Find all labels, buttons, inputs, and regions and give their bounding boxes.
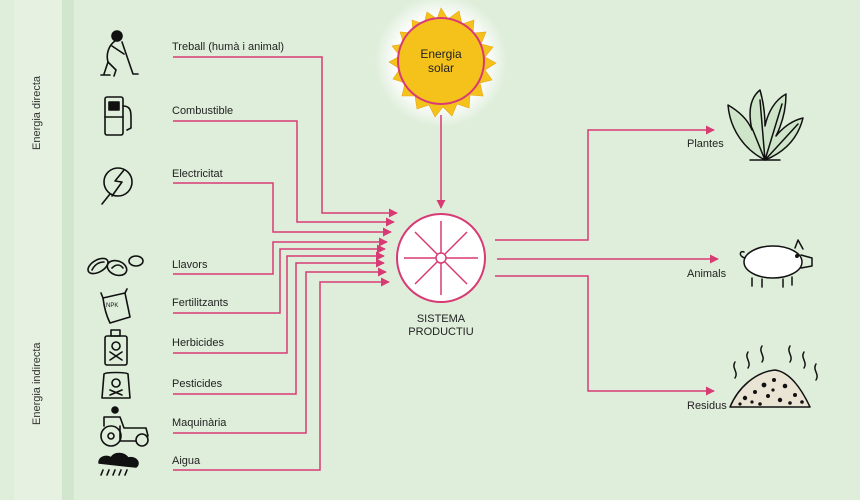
input-label-pesticides: Pesticides	[172, 378, 223, 390]
tractor-icon	[100, 406, 149, 447]
arrow-plantes	[495, 125, 715, 241]
sun	[375, 0, 507, 127]
arrow-electricitat	[173, 182, 392, 237]
herbicide-can-icon	[104, 329, 128, 366]
arrow-maquinaria	[173, 267, 387, 434]
pig-icon	[739, 239, 813, 288]
input-label-electricitat: Electricitat	[172, 168, 223, 180]
arrow-pesticides	[173, 258, 385, 395]
solar-label-line1: Energia	[420, 47, 462, 61]
sun-disc	[397, 17, 485, 105]
rain-cloud-icon	[98, 452, 139, 476]
system-label-line2: PRODUCTIU	[408, 326, 474, 338]
production-system-label: SISTEMA PRODUCTIU	[396, 313, 486, 339]
fuel-pump-icon	[104, 96, 132, 136]
input-label-maquinaria: Maquinària	[172, 417, 227, 429]
output-label-animals: Animals	[687, 268, 727, 280]
input-label-combustible: Combustible	[172, 105, 234, 117]
output-label-residus: Residus	[687, 400, 727, 412]
input-label-fertilitzants: Fertilitzants	[172, 297, 229, 309]
solar-energy-label: Energia solar	[401, 47, 481, 75]
input-label-llavors: Llavors	[172, 259, 208, 271]
pesticide-bag-icon	[101, 371, 131, 399]
production-system-wheel	[396, 213, 486, 303]
input-label-aigua: Aigua	[172, 455, 201, 467]
side-band	[14, 0, 62, 500]
output-label-plantes: Plantes	[687, 138, 724, 150]
arrow-fertilitzants	[173, 244, 386, 314]
input-label-herbicides: Herbicides	[172, 337, 224, 349]
worker-icon	[100, 30, 139, 77]
seeds-icon	[87, 255, 144, 277]
lettuce-icon	[727, 89, 804, 161]
arrow-combustible	[173, 120, 395, 227]
input-arrows	[173, 56, 398, 471]
svg-text:NPK: NPK	[106, 303, 118, 309]
waste-pile-icon	[729, 345, 818, 408]
arrow-treball	[173, 56, 398, 218]
input-label-treball: Treball (humà i animal)	[172, 41, 285, 53]
system-label-line1: SISTEMA	[416, 313, 466, 325]
side-gap	[62, 0, 74, 500]
fertilizer-bag-icon: NPK	[100, 288, 131, 324]
arrow-residus	[495, 275, 715, 396]
arrow-aigua	[173, 277, 390, 471]
arrow-herbicides	[173, 251, 385, 354]
electricity-icon	[101, 167, 133, 205]
output-arrows	[495, 125, 719, 396]
arrow-llavors	[173, 237, 388, 275]
solar-label-line2: solar	[427, 61, 454, 75]
